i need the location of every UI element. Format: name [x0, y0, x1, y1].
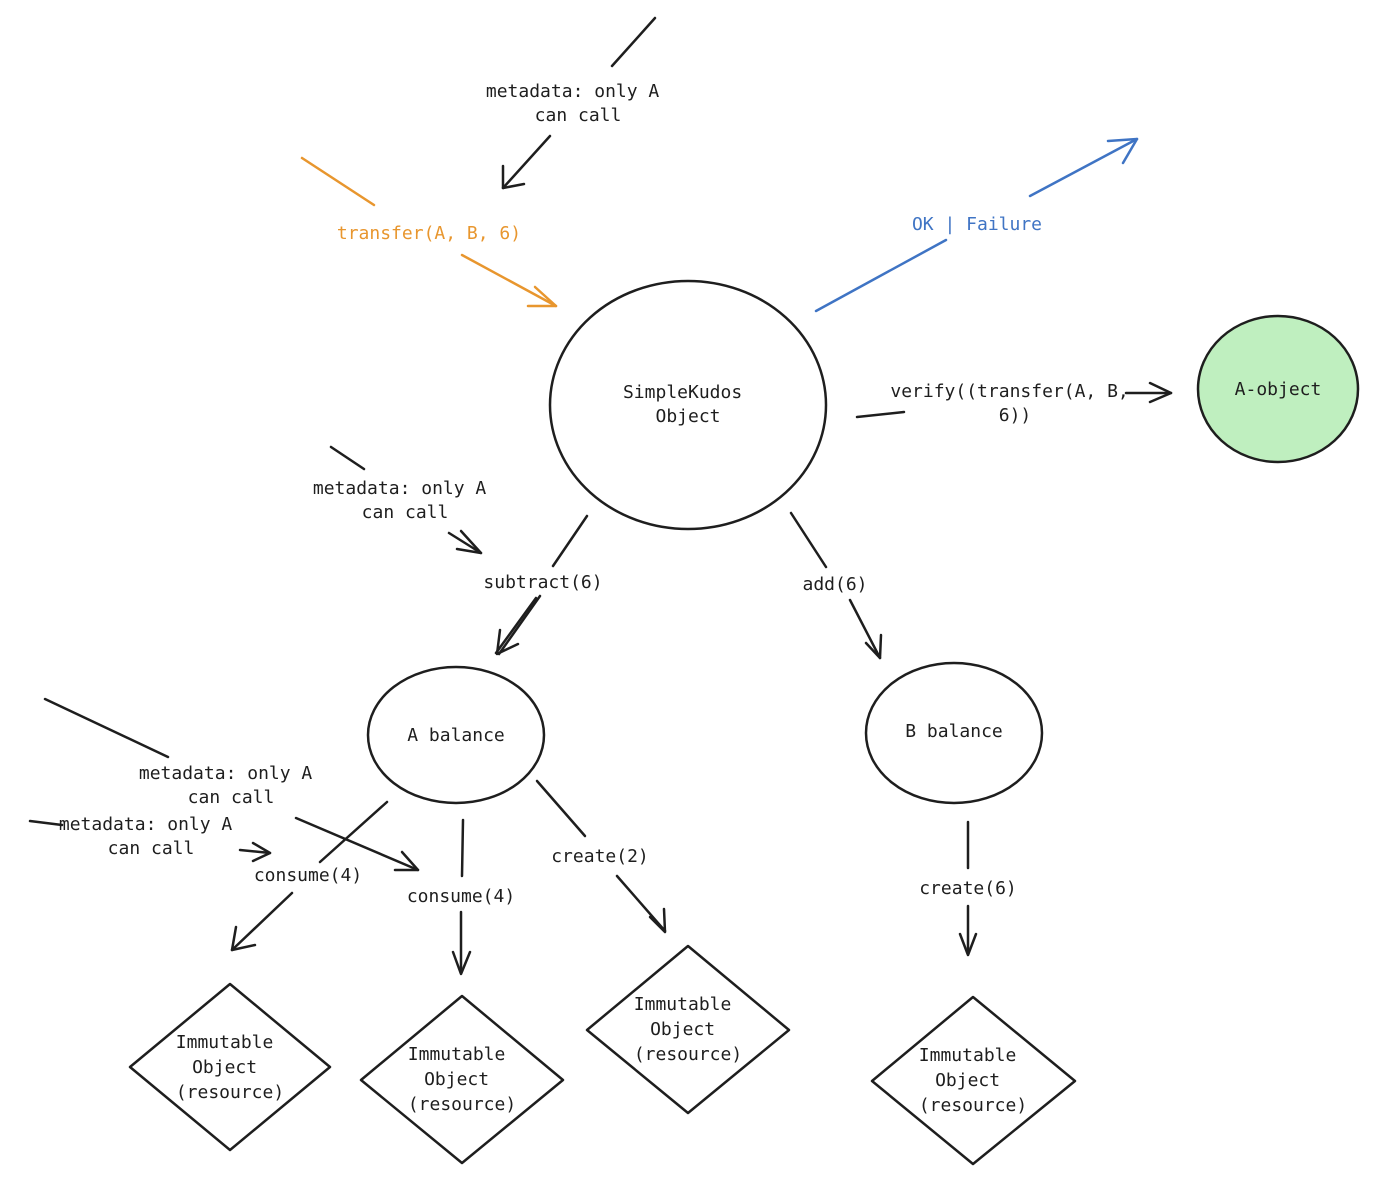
imm1-label-3: (resource)	[176, 1082, 284, 1103]
edge-subtract	[494, 514, 589, 656]
imm1-label-1: Immutable	[176, 1032, 274, 1053]
node-a-balance[interactable]: A balance	[366, 665, 546, 805]
svg-text:B balance: B balance	[905, 721, 1003, 742]
label-transfer: transfer(A, B, 6)	[337, 223, 521, 244]
simplekudos-label-1: SimpleKudos	[623, 382, 742, 403]
imm2-label-1: Immutable	[408, 1044, 506, 1065]
svg-text:SimpleKudos Object: SimpleKudos Object	[623, 382, 753, 427]
node-immutable-object-4[interactable]: Immutable Object (resource)	[870, 995, 1077, 1166]
label-top-metadata: metadata: only A can call	[486, 81, 670, 126]
simplekudos-label-2: Object	[655, 406, 720, 427]
label-consume-mid: consume(4)	[407, 886, 515, 907]
b-balance-label: B balance	[905, 721, 1003, 742]
node-immutable-object-2[interactable]: Immutable Object (resource)	[359, 994, 565, 1165]
edge-verify	[855, 381, 1173, 419]
label-subtract: subtract(6)	[483, 572, 602, 593]
transfer-line-a	[300, 156, 376, 207]
edge-top-metadata	[501, 16, 657, 190]
label-create-b: create(6)	[919, 878, 1017, 899]
imm4-label-1: Immutable	[919, 1045, 1017, 1066]
edge-consume-left	[230, 800, 389, 952]
edge-create-b	[958, 820, 978, 957]
node-immutable-object-1[interactable]: Immutable Object (resource)	[128, 982, 332, 1152]
svg-text:A balance: A balance	[407, 725, 505, 746]
node-simplekudos-object[interactable]: SimpleKudos Object	[548, 279, 828, 531]
a-object-circle	[1196, 314, 1360, 464]
label-mid-metadata: metadata: only A can call	[313, 478, 497, 523]
edge-ok-failure	[814, 137, 1139, 313]
edge-create-a	[535, 779, 667, 934]
label-ok-failure: OK | Failure	[912, 214, 1042, 235]
svg-text:Immutable Object (: Immutable Object (resource)	[919, 1045, 1027, 1116]
edge-mid-metadata	[329, 445, 483, 555]
imm2-label-2: Object	[424, 1069, 489, 1090]
edge-low-metadata-2	[28, 819, 272, 863]
label-low-metadata-1: metadata: only A can call	[139, 763, 323, 808]
ok-line-a	[814, 238, 948, 313]
imm4-label-3: (resource)	[919, 1095, 1027, 1116]
label-verify: verify((transfer(A, B, 6))	[890, 381, 1139, 426]
label-consume-left: consume(4)	[254, 865, 362, 886]
node-immutable-object-3[interactable]: Immutable Object (resource)	[585, 944, 791, 1115]
imm2-label-3: (resource)	[408, 1094, 516, 1115]
edge-consume-mid	[451, 818, 472, 976]
label-low-metadata-2: metadata: only A can call	[59, 814, 243, 859]
edge-transfer	[300, 156, 558, 308]
transfer-arrowhead	[526, 285, 558, 308]
transfer-line-b	[460, 253, 558, 308]
imm4-label-2: Object	[935, 1070, 1000, 1091]
ok-line-b	[1028, 137, 1139, 198]
imm1-label-2: Object	[192, 1057, 257, 1078]
svg-text:A-object: A-object	[1235, 379, 1322, 400]
edge-low-metadata-1	[43, 697, 420, 872]
svg-text:Immutable Object (: Immutable Object (resource)	[176, 1032, 284, 1103]
ok-arrowhead	[1106, 137, 1139, 165]
label-add: add(6)	[802, 574, 867, 595]
imm3-label-3: (resource)	[634, 1044, 742, 1065]
imm3-label-2: Object	[650, 1019, 715, 1040]
svg-text:Immutable Object (: Immutable Object (resource)	[634, 994, 742, 1065]
node-a-object[interactable]: A-object	[1196, 314, 1360, 464]
a-balance-label: A balance	[407, 725, 505, 746]
imm3-label-1: Immutable	[634, 994, 732, 1015]
svg-text:Immutable Object (: Immutable Object (resource)	[408, 1044, 516, 1115]
node-b-balance[interactable]: B balance	[864, 661, 1044, 805]
a-object-label: A-object	[1235, 379, 1322, 400]
edge-add	[789, 511, 883, 660]
label-create-a: create(2)	[551, 846, 649, 867]
